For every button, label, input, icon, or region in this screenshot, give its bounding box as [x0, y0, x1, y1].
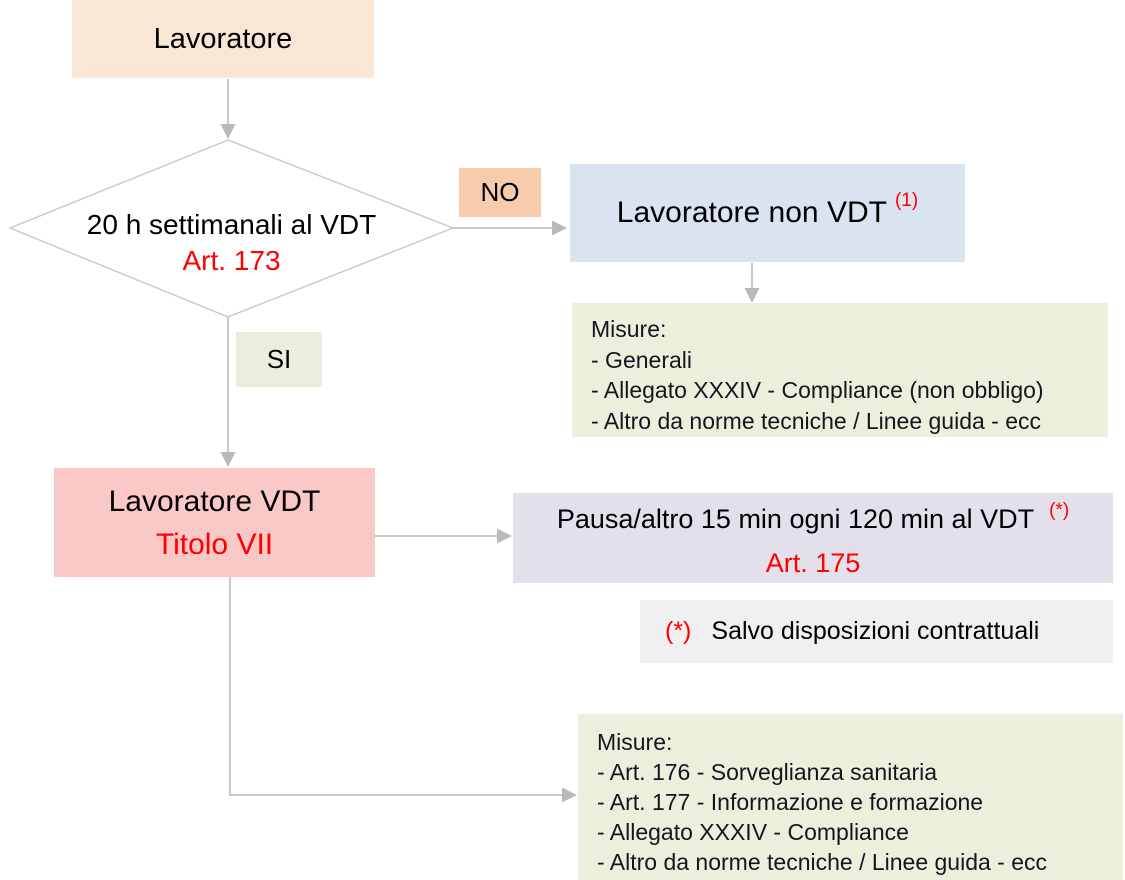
- measures-non-vdt-item: - Allegato XXXIV - Compliance (non obbli…: [591, 377, 1044, 403]
- worker-non-vdt-node: Lavoratore non VDT (1): [570, 164, 965, 262]
- branch-no-text: NO: [480, 177, 520, 207]
- worker-node: Lavoratore: [72, 0, 374, 78]
- decision-node: 20 h settimanali al VDT Art. 173: [10, 207, 453, 279]
- footnote-marker: (*): [665, 617, 692, 645]
- pause-rule-text: Pausa/altro 15 min ogni 120 min al VDT: [556, 504, 1034, 534]
- branch-si-text: SI: [266, 344, 292, 374]
- branch-si-label: SI: [236, 332, 322, 387]
- measures-non-vdt-node: Misure: - Generali - Allegato XXXIV - Co…: [572, 303, 1108, 437]
- footnote-node: (*) Salvo disposizioni contrattuali: [640, 600, 1113, 663]
- pause-rule-line: Pausa/altro 15 min ogni 120 min al VDT (…: [513, 499, 1113, 543]
- pause-rule-footnote: (*): [1049, 500, 1070, 521]
- worker-non-vdt-footnote: (1): [894, 190, 919, 211]
- branch-no-label: NO: [459, 168, 541, 217]
- measures-vdt-title: Misure:: [597, 729, 673, 755]
- measures-vdt-item: - Art. 176 - Sorveglianza sanitaria: [597, 759, 938, 785]
- worker-node-label: Lavoratore: [153, 22, 293, 55]
- connector-vdt-to-measures: [229, 577, 577, 803]
- measures-vdt-item: - Allegato XXXIV - Compliance: [597, 819, 909, 845]
- worker-non-vdt-label: Lavoratore non VDT: [616, 196, 887, 229]
- worker-vdt-node: Lavoratore VDT Titolo VII: [54, 468, 375, 577]
- measures-non-vdt-title: Misure:: [591, 316, 667, 342]
- footnote-text: Salvo disposizioni contrattuali: [711, 617, 1040, 645]
- measures-vdt-item: - Art. 177 - Informazione e formazione: [597, 789, 984, 815]
- worker-vdt-article: Titolo VII: [155, 527, 274, 561]
- pause-rule-node: Pausa/altro 15 min ogni 120 min al VDT (…: [513, 493, 1113, 583]
- measures-non-vdt-item: - Altro da norme tecniche / Linee guida …: [591, 407, 1042, 434]
- pause-rule-article: Art. 175: [765, 548, 861, 578]
- measures-vdt-item: - Altro da norme tecniche / Linee guida …: [597, 849, 1048, 875]
- decision-article: Art. 173: [182, 245, 281, 276]
- decision-question: 20 h settimanali al VDT: [86, 209, 377, 240]
- measures-non-vdt-item: - Generali: [591, 346, 692, 373]
- measures-vdt-node: Misure: - Art. 176 - Sorveglianza sanita…: [578, 714, 1123, 880]
- worker-vdt-label: Lavoratore VDT: [108, 484, 321, 518]
